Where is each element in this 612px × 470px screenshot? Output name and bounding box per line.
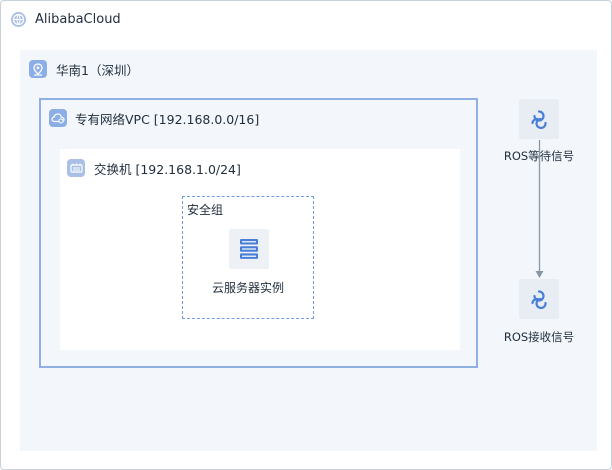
location-pin-icon [29, 60, 47, 78]
security-group-label: 安全组 [187, 203, 224, 217]
ros-cycle-icon [531, 290, 547, 310]
region-label: 华南1（深圳） [56, 62, 139, 78]
vswitch-header: 交换机 [192.168.1.0/24] [67, 158, 241, 178]
vswitch-icon [67, 159, 85, 177]
ros-wait-label: ROS等待信号 [503, 149, 575, 163]
cloud-header: AlibabaCloud [10, 9, 121, 29]
security-group: 安全组 云服务器实例 [182, 196, 314, 319]
cloud-label: AlibabaCloud [35, 11, 121, 27]
ros-wait-icon[interactable] [519, 99, 559, 139]
server-stack-icon[interactable] [229, 229, 269, 269]
ros-receive-label: ROS接收信号 [503, 330, 575, 344]
ros-cycle-icon [531, 110, 547, 130]
vpc-header: 专有网络VPC [192.168.0.0/16] [49, 108, 259, 128]
vswitch-label: 交换机 [192.168.1.0/24] [94, 161, 241, 177]
region-header: 华南1（深圳） [29, 59, 139, 79]
alibaba-cloud-globe-icon [10, 11, 27, 28]
ecs-label: 云服务器实例 [211, 281, 284, 295]
vpc-cloud-icon [49, 109, 67, 127]
vpc-label: 专有网络VPC [192.168.0.0/16] [75, 111, 260, 127]
ros-receive-icon[interactable] [519, 279, 559, 319]
